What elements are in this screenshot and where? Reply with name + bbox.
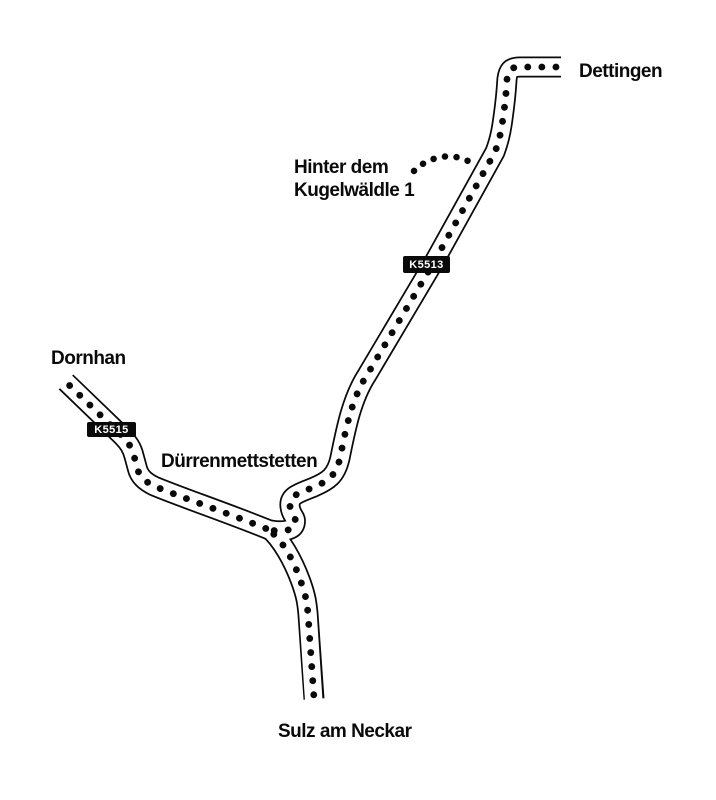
route-badge-k5513-text: K5513 [409,258,444,271]
road-sulz-dots [266,527,318,702]
road-centerline-dots [62,63,565,702]
place-label-duerrenmettstetten: Dürrenmettstetten [161,451,318,472]
road-k5515-dots [62,378,276,535]
destination-label: Hinter dem Kugelwäldle 1 [294,156,415,202]
road-k5513-dots [266,63,565,535]
destination-track-dots [410,153,477,175]
route-badge-k5513: K5513 [403,256,450,273]
route-badge-k5515-text: K5515 [94,423,129,436]
place-label-dornhan: Dornhan [51,348,126,369]
place-label-sulz-am-neckar: Sulz am Neckar [278,721,412,742]
route-badge-k5515: K5515 [87,422,136,437]
place-label-dettingen: Dettingen [579,61,663,82]
destination-label-line2: Kugelwäldle 1 [294,180,415,201]
destination-label-line1: Hinter dem [294,157,389,178]
